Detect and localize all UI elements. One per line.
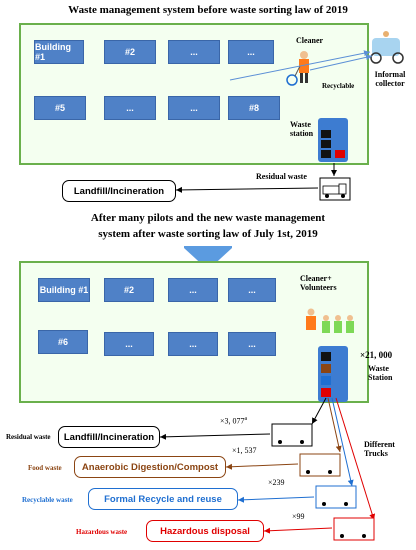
informal-collector-label: Informal collector bbox=[374, 70, 406, 88]
top-waste-station bbox=[318, 118, 348, 162]
top-title: Waste management system before waste sor… bbox=[68, 4, 348, 16]
transition-arrow bbox=[184, 246, 232, 270]
bottom-building-8: ... bbox=[228, 332, 276, 356]
cleaner-label: Cleaner bbox=[296, 36, 324, 45]
bottom-building-1: Building #1 bbox=[38, 278, 90, 302]
volunteers-figures bbox=[306, 308, 354, 333]
count-hazardous: ×99 bbox=[292, 512, 305, 521]
dest-landfill: Landfill/Incineration bbox=[58, 426, 160, 448]
dest-recycle: Formal Recycle and reuse bbox=[88, 488, 238, 510]
top-building-2: #2 bbox=[104, 40, 156, 64]
top-truck-icon bbox=[319, 177, 351, 201]
cleaner-volunteers-label: Cleaner+ Volunteers bbox=[300, 274, 337, 292]
category-hazardous: Hazardous waste bbox=[76, 528, 128, 536]
arrow-residual bbox=[159, 433, 271, 440]
arrow-recyclable bbox=[237, 496, 315, 503]
bottom-building-3: ... bbox=[168, 278, 218, 302]
bottom-building-2: #2 bbox=[104, 278, 154, 302]
recyclable-arrow-2 bbox=[309, 54, 373, 71]
cleaner-figure bbox=[286, 51, 309, 86]
flow-line-hazardous bbox=[335, 397, 376, 521]
middle-title-line1: After many pilots and the new waste mana… bbox=[90, 212, 326, 224]
bottom-building-7: ... bbox=[168, 332, 218, 356]
top-building-1: Building #1 bbox=[34, 40, 84, 64]
top-building-8: #8 bbox=[228, 96, 280, 120]
arrow-food bbox=[225, 463, 299, 470]
category-recyclable: Recyclable waste bbox=[22, 496, 73, 504]
bottom-waste-station bbox=[318, 346, 348, 402]
top-building-3: ... bbox=[168, 40, 220, 64]
flow-line-recyclable bbox=[331, 397, 354, 487]
flow-line-residual bbox=[311, 397, 327, 425]
truck-food-icon bbox=[299, 453, 341, 477]
recyclable-arrow-1 bbox=[229, 50, 371, 81]
bottom-building-6: ... bbox=[104, 332, 154, 356]
top-building-5: #5 bbox=[34, 96, 86, 120]
residual-waste-label: Residual waste bbox=[256, 172, 307, 181]
count-food: ×1, 537 bbox=[232, 446, 257, 455]
flow-line-food bbox=[327, 397, 342, 453]
top-landfill-box: Landfill/Incineration bbox=[62, 180, 176, 202]
dest-hazardous: Hazardous disposal bbox=[146, 520, 264, 542]
tricycle-icon bbox=[370, 31, 404, 64]
truck-recyclable-icon bbox=[315, 485, 357, 509]
bottom-waste-station-label: Waste Station bbox=[368, 364, 393, 382]
arrow-hazardous bbox=[263, 527, 333, 534]
top-building-7: ... bbox=[168, 96, 220, 120]
category-residual: Residual waste bbox=[6, 433, 51, 441]
middle-title-line2: system after waste sorting law of July 1… bbox=[98, 228, 318, 240]
station-count-label: ×21, 000 bbox=[360, 350, 393, 360]
different-trucks-label: Different Trucks bbox=[364, 440, 395, 458]
dest-anaerobic: Anaerobic Digestion/Compost bbox=[74, 456, 226, 478]
truck-residual-icon bbox=[271, 423, 313, 447]
recyclable-label: Recyclable bbox=[322, 82, 355, 90]
count-residual: ×3, 077a bbox=[220, 416, 248, 426]
truck-to-landfill-arrow bbox=[175, 186, 319, 193]
top-building-6: ... bbox=[104, 96, 156, 120]
category-food: Food waste bbox=[28, 464, 62, 472]
truck-hazardous-icon bbox=[333, 517, 375, 541]
count-recyclable: ×239 bbox=[268, 478, 285, 487]
top-building-4: ... bbox=[228, 40, 274, 64]
bottom-building-4: ... bbox=[228, 278, 276, 302]
waste-station-label: Waste station bbox=[290, 120, 314, 138]
bottom-building-5: #6 bbox=[38, 330, 88, 354]
